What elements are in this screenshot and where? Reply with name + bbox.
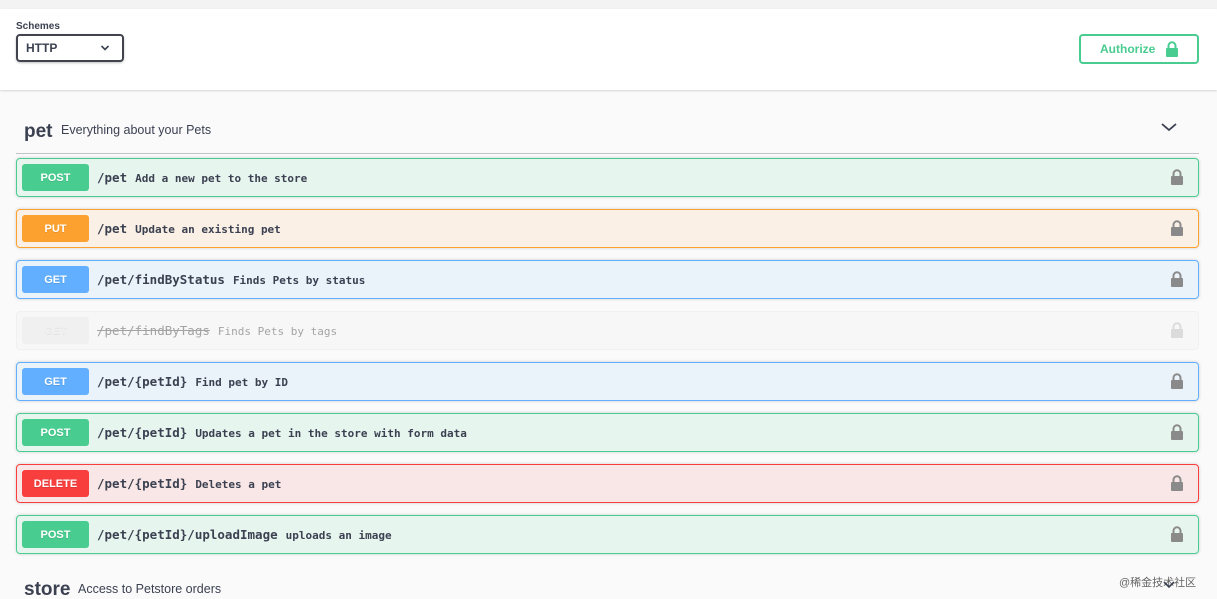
- tag-name: pet: [24, 121, 53, 142]
- operation-path-text: /pet/{petId}: [97, 476, 188, 491]
- method-badge: POST: [22, 521, 89, 548]
- method-badge: POST: [22, 164, 89, 191]
- operation-row[interactable]: GET/pet/{petId} Find pet by ID: [16, 362, 1199, 401]
- watermark: @稀金技术社区: [1119, 577, 1197, 589]
- operation-row[interactable]: DELETE/pet/{petId} Deletes a pet: [16, 464, 1199, 503]
- method-badge: GET: [22, 266, 89, 293]
- lock-icon[interactable]: [1170, 271, 1184, 287]
- top-strip: [0, 0, 1217, 9]
- lock-icon: [1166, 41, 1178, 57]
- operation-row[interactable]: GET/pet/findByStatus Finds Pets by status: [16, 260, 1199, 299]
- lock-icon[interactable]: [1170, 322, 1184, 338]
- authorize-button[interactable]: Authorize: [1079, 34, 1199, 64]
- method-badge: POST: [22, 419, 89, 446]
- authorize-label: Authorize: [1100, 42, 1156, 56]
- operation-row[interactable]: POST/pet/{petId} Updates a pet in the sto…: [16, 413, 1199, 452]
- operation-summary: Deletes a pet: [195, 478, 282, 491]
- schemes-select[interactable]: HTTP: [16, 34, 124, 62]
- operation-path: /pet/{petId} Updates a pet in the store w…: [97, 425, 467, 440]
- operation-path-text: /pet/{petId}: [97, 425, 188, 440]
- tag-name: store: [24, 579, 71, 599]
- operation-path: /pet/{petId}/uploadImage uploads an image: [97, 527, 392, 542]
- chevron-down-icon: [100, 45, 110, 51]
- tag-description: Access to Petstore orders: [78, 582, 222, 596]
- chevron-down-icon[interactable]: [1160, 120, 1178, 134]
- method-badge: GET: [22, 368, 89, 395]
- lock-icon[interactable]: [1170, 169, 1184, 185]
- operation-path: /pet/{petId} Deletes a pet: [97, 476, 281, 491]
- lock-icon[interactable]: [1170, 475, 1184, 491]
- tag-header-pet[interactable]: pet Everything about your Pets: [16, 108, 1199, 154]
- operation-path-text: /pet/findByTags: [97, 323, 210, 338]
- operation-summary: Add a new pet to the store: [135, 172, 308, 185]
- schemes-title: Schemes: [16, 21, 60, 32]
- operation-summary: Finds Pets by tags: [217, 325, 338, 338]
- operation-path: /pet/{petId} Find pet by ID: [97, 374, 288, 389]
- tag-description: Everything about your Pets: [61, 123, 212, 137]
- operation-row[interactable]: POST/pet Add a new pet to the store: [16, 158, 1199, 197]
- method-badge: DELETE: [22, 470, 89, 497]
- operation-summary: Updates a pet in the store with form dat…: [195, 427, 467, 440]
- method-badge: PUT: [22, 215, 89, 242]
- operation-path-text: /pet/{petId}: [97, 374, 188, 389]
- operation-path: /pet/findByStatus Finds Pets by status: [97, 272, 365, 287]
- chevron-down-icon: [1163, 581, 1175, 589]
- operation-summary: Find pet by ID: [195, 376, 289, 389]
- operation-path: /pet/findByTags Finds Pets by tags: [97, 323, 337, 338]
- tag-header-store[interactable]: store Access to Petstore orders: [16, 570, 1199, 599]
- operation-summary: Finds Pets by status: [232, 274, 366, 287]
- operation-row[interactable]: GET/pet/findByTags Finds Pets by tags: [16, 311, 1199, 350]
- lock-icon[interactable]: [1170, 220, 1184, 236]
- operation-path: /pet Update an existing pet: [97, 221, 281, 236]
- operation-path-text: /pet: [97, 170, 128, 185]
- method-badge: GET: [22, 317, 89, 344]
- schemes-selected-value: HTTP: [26, 41, 58, 55]
- operation-row[interactable]: POST/pet/{petId}/uploadImage uploads an i…: [16, 515, 1199, 554]
- operation-summary: Update an existing pet: [135, 223, 281, 236]
- operation-path: /pet Add a new pet to the store: [97, 170, 307, 185]
- operation-summary: uploads an image: [285, 529, 392, 542]
- lock-icon[interactable]: [1170, 424, 1184, 440]
- operation-path-text: /pet/{petId}/uploadImage: [97, 527, 278, 542]
- lock-icon[interactable]: [1170, 373, 1184, 389]
- operation-path-text: /pet/findByStatus: [97, 272, 225, 287]
- operation-path-text: /pet: [97, 221, 128, 236]
- lock-icon[interactable]: [1170, 526, 1184, 542]
- operation-row[interactable]: PUT/pet Update an existing pet: [16, 209, 1199, 248]
- scheme-container: Schemes HTTP Authorize: [0, 9, 1217, 90]
